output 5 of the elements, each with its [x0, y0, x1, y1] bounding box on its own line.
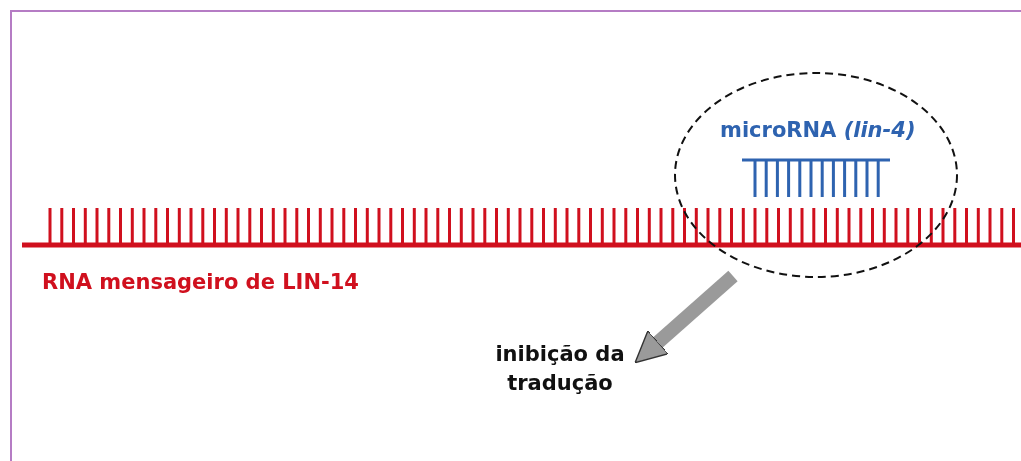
- arrow: [634, 270, 738, 364]
- dashed-ellipse: [674, 72, 958, 278]
- result-label: inibição da tradução: [490, 340, 630, 398]
- mrna-label: RNA mensageiro de LIN-14: [42, 269, 359, 296]
- microrna-label: microRNA (lin-4): [720, 117, 916, 144]
